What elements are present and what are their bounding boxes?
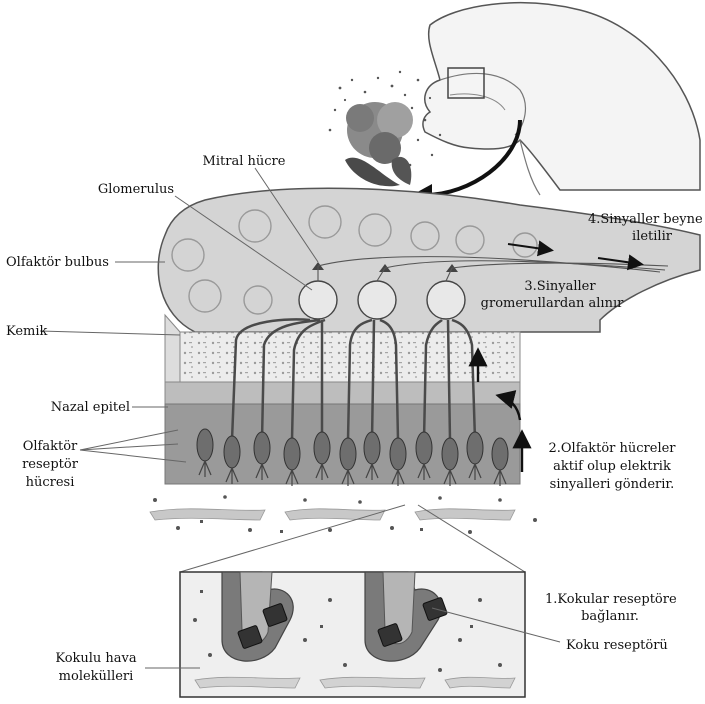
step3-text-line2: gromerullardan alınır (481, 296, 624, 311)
bone-edge (165, 315, 180, 382)
step2-text-line1: 2.Olfaktör hücreler (548, 441, 676, 456)
step2-text-line2: aktif olup elektrik (553, 459, 671, 474)
air-molecules-label-line2: molekülleri (59, 669, 134, 684)
inset-air-stream (195, 677, 515, 688)
receptor-cell-label-line2: reseptör (22, 457, 79, 472)
glomerulus-label: Glomerulus (98, 182, 174, 197)
step2-text-line3: sinyalleri gönderir. (550, 477, 675, 492)
nasal-epithelium-label: Nazal epitel (51, 400, 130, 415)
olfactory-bulb-label: Olfaktör bulbus (6, 255, 109, 270)
step3-text-line1: 3.Sinyaller (524, 279, 596, 294)
step4-text-line2: iletilir (632, 229, 673, 244)
step1-text-line1: 1.Kokular reseptöre (545, 592, 677, 607)
receptor-cell-label-line1: Olfaktör (23, 439, 78, 454)
flower-illustration (345, 102, 413, 186)
air-stream (150, 509, 515, 520)
mitral-cell-label: Mitral hücre (203, 154, 286, 169)
air-molecules-label-line1: Kokulu hava (55, 651, 137, 666)
step4-text-line1: 4.Sinyaller beyne (588, 212, 703, 227)
head-illustration (423, 3, 700, 195)
step1-text-line2: bağlanır. (581, 609, 639, 624)
epithelium-top (165, 382, 520, 404)
glomeruli (299, 281, 465, 319)
odor-receptor-label: Koku reseptörü (566, 638, 668, 653)
receptor-cell-label-line3: hücresi (26, 475, 75, 490)
bone-label: Kemik (6, 324, 48, 339)
